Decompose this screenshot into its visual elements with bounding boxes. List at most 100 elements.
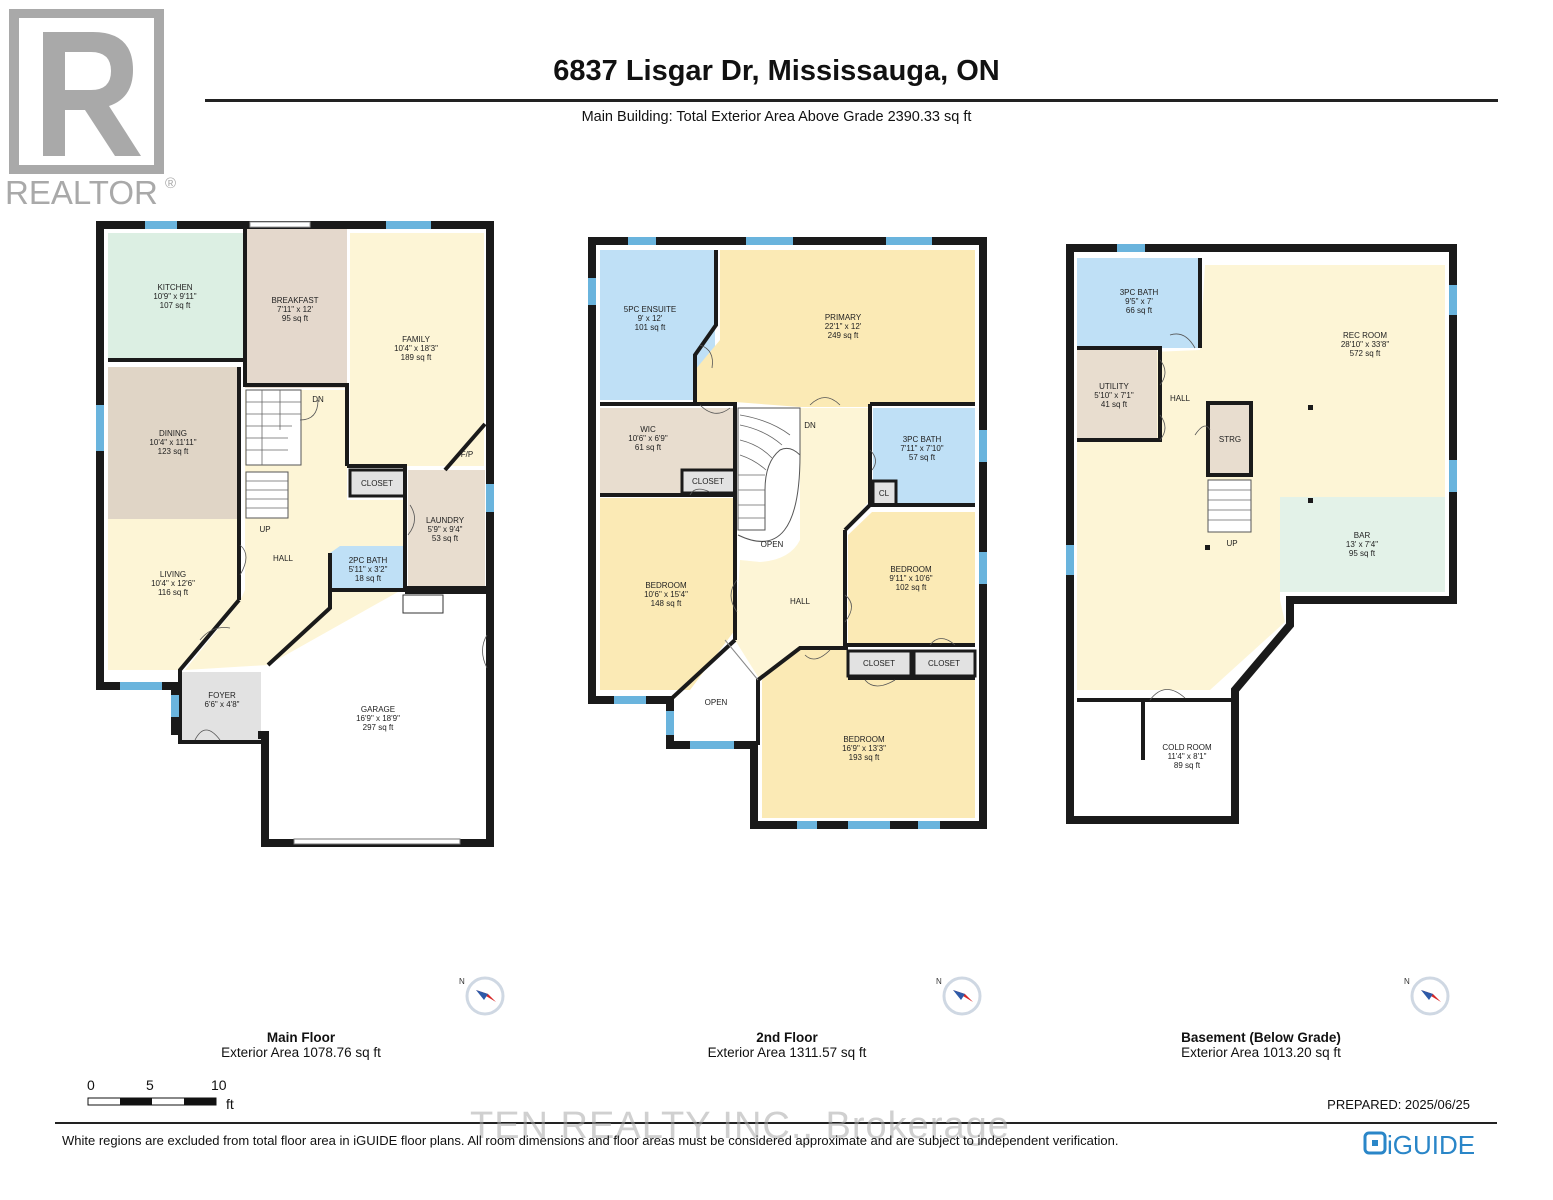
primary-label: PRIMARY (825, 313, 862, 322)
scale-tick-10: 10 (211, 1078, 227, 1093)
wic-closet-label: CLOSET (692, 477, 724, 486)
third-bath-label: 3PC BATH (903, 435, 942, 444)
third-bath-dim: 7'11" x 7'10" (900, 444, 943, 453)
dining-fill (108, 367, 239, 519)
ensuite-label: 5PC ENSUITE (624, 305, 676, 314)
footer-divider (55, 1122, 1497, 1124)
second-floor-area: Exterior Area 1311.57 sq ft (707, 1045, 867, 1060)
living-area: 116 sq ft (158, 588, 189, 597)
hall-label: HALL (273, 554, 294, 563)
compass-north-label: N (459, 977, 465, 986)
bar-area: 95 sq ft (1349, 549, 1376, 558)
garage-dim: 16'9" x 18'9" (356, 714, 400, 723)
breakfast-area: 95 sq ft (282, 314, 309, 323)
realtor-wordmark: REALTOR (5, 174, 158, 211)
basement-hall-label: HALL (1170, 394, 1191, 403)
breakfast-dim: 7'11" x 12' (277, 305, 313, 314)
dining-area: 123 sq ft (158, 447, 189, 456)
kitchen-label: KITCHEN (157, 283, 192, 292)
bedroom-right-dim: 9'11" x 10'6" (889, 574, 932, 583)
bar-label: BAR (1354, 531, 1371, 540)
laundry-dim: 5'9" x 9'4" (428, 525, 463, 534)
third-bath-area: 57 sq ft (909, 453, 936, 462)
second-hall-label: HALL (790, 597, 811, 606)
second-floor-caption: 2nd Floor Exterior Area 1311.57 sq ft (637, 1030, 937, 1060)
rec-room-label: REC ROOM (1343, 331, 1387, 340)
fireplace-label: F/P (461, 450, 473, 459)
bedroom-bottom-area: 193 sq ft (849, 753, 880, 762)
powder-bath-dim: 5'11" x 3'2" (349, 565, 388, 574)
bedroom-right-label: BEDROOM (890, 565, 932, 574)
wic-dim: 10'6" x 6'9" (628, 434, 668, 443)
main-floor-caption: Main Floor Exterior Area 1078.76 sq ft (151, 1030, 451, 1060)
bedroom-left-fill (600, 498, 735, 690)
compass-icon: N (1404, 976, 1450, 1016)
compass-north-label: N (936, 977, 942, 986)
family-label: FAMILY (402, 335, 431, 344)
compass-north-label: N (1404, 977, 1410, 986)
ensuite-dim: 9' x 12' (638, 314, 663, 323)
scale-bar: 0 5 10 ft (87, 1078, 234, 1112)
breakfast-fill (245, 228, 347, 388)
foyer-label: FOYER (208, 691, 236, 700)
laundry-label: LAUNDRY (426, 516, 465, 525)
bedroom-left-label: BEDROOM (645, 581, 687, 590)
second-hall-fill (735, 408, 870, 680)
bedroom-bottom-dim: 16'9" x 13'3" (842, 744, 886, 753)
basement-plan: 3PC BATH 9'5" x 7' 66 sq ft REC ROOM 28'… (1066, 244, 1457, 824)
living-fill (108, 519, 239, 670)
iguide-logo: iGUIDE (1363, 1130, 1475, 1160)
dining-dim: 10'4" x 11'11" (149, 438, 196, 447)
basement-bath-label: 3PC BATH (1120, 288, 1159, 297)
second-floor-name: 2nd Floor (756, 1030, 818, 1045)
page-subtitle: Main Building: Total Exterior Area Above… (581, 109, 972, 125)
second-floor-plan: 5PC ENSUITE 9' x 12' 101 sq ft PRIMARY 2… (588, 237, 987, 829)
bar-dim: 13' x 7'4" (1346, 540, 1378, 549)
foyer-dim: 6'6" x 4'8" (205, 700, 240, 709)
cold-room-label: COLD ROOM (1162, 743, 1212, 752)
dining-label: DINING (159, 429, 187, 438)
utility-fill (1077, 350, 1157, 440)
compass-icon: N (459, 976, 505, 1016)
bedroom-left-dim: 10'6" x 15'4" (644, 590, 688, 599)
utility-label: UTILITY (1099, 382, 1129, 391)
rec-room-dim: 28'10" x 33'8" (1341, 340, 1389, 349)
basement-name: Basement (Below Grade) (1181, 1030, 1341, 1045)
stairs-down-label: DN (312, 395, 324, 404)
basement-bath-area: 66 sq ft (1126, 306, 1153, 315)
basement-area: Exterior Area 1013.20 sq ft (1181, 1045, 1341, 1060)
wic-area: 61 sq ft (635, 443, 662, 452)
brokerage-watermark: TEN REALTY INC., Brokerage (470, 1105, 1010, 1147)
title-divider (205, 99, 1498, 102)
bedroom-left-area: 148 sq ft (651, 599, 682, 608)
realtor-logo: REALTOR ® (5, 9, 176, 211)
basement-caption: Basement (Below Grade) Exterior Area 101… (1111, 1030, 1411, 1060)
powder-bath-area: 18 sq ft (355, 574, 382, 583)
iguide-wordmark: iGUIDE (1387, 1130, 1475, 1160)
storage-fill (1206, 401, 1253, 477)
wic-label: WIC (640, 425, 656, 434)
laundry-fill (408, 470, 485, 587)
stair-open-label: OPEN (761, 540, 784, 549)
scale-tick-0: 0 (87, 1078, 95, 1093)
disclaimer-text: White regions are excluded from total fl… (62, 1133, 1119, 1148)
prepared-date: PREPARED: 2025/06/25 (1327, 1097, 1470, 1112)
primary-area: 249 sq ft (828, 331, 859, 340)
storage-label: STRG (1219, 435, 1241, 444)
garage-area: 297 sq ft (363, 723, 394, 732)
hall-fill (185, 390, 405, 670)
utility-dim: 5'10" x 7'1" (1094, 391, 1134, 400)
page-title: 6837 Lisgar Dr, Mississauga, ON (553, 55, 1000, 87)
main-floor-area: Exterior Area 1078.76 sq ft (221, 1045, 381, 1060)
bar-fill (1280, 497, 1445, 592)
basement-stairs-up-label: UP (1226, 539, 1237, 548)
basement-bath-dim: 9'5" x 7' (1125, 297, 1153, 306)
living-label: LIVING (160, 570, 186, 579)
family-dim: 10'4" x 18'3" (394, 344, 438, 353)
scale-tick-5: 5 (146, 1078, 154, 1093)
utility-area: 41 sq ft (1101, 400, 1128, 409)
bedroom-bottom-fill (762, 648, 975, 818)
closet-label: CLOSET (361, 479, 393, 488)
main-floor-name: Main Floor (266, 1030, 336, 1045)
primary-fill (695, 250, 975, 407)
